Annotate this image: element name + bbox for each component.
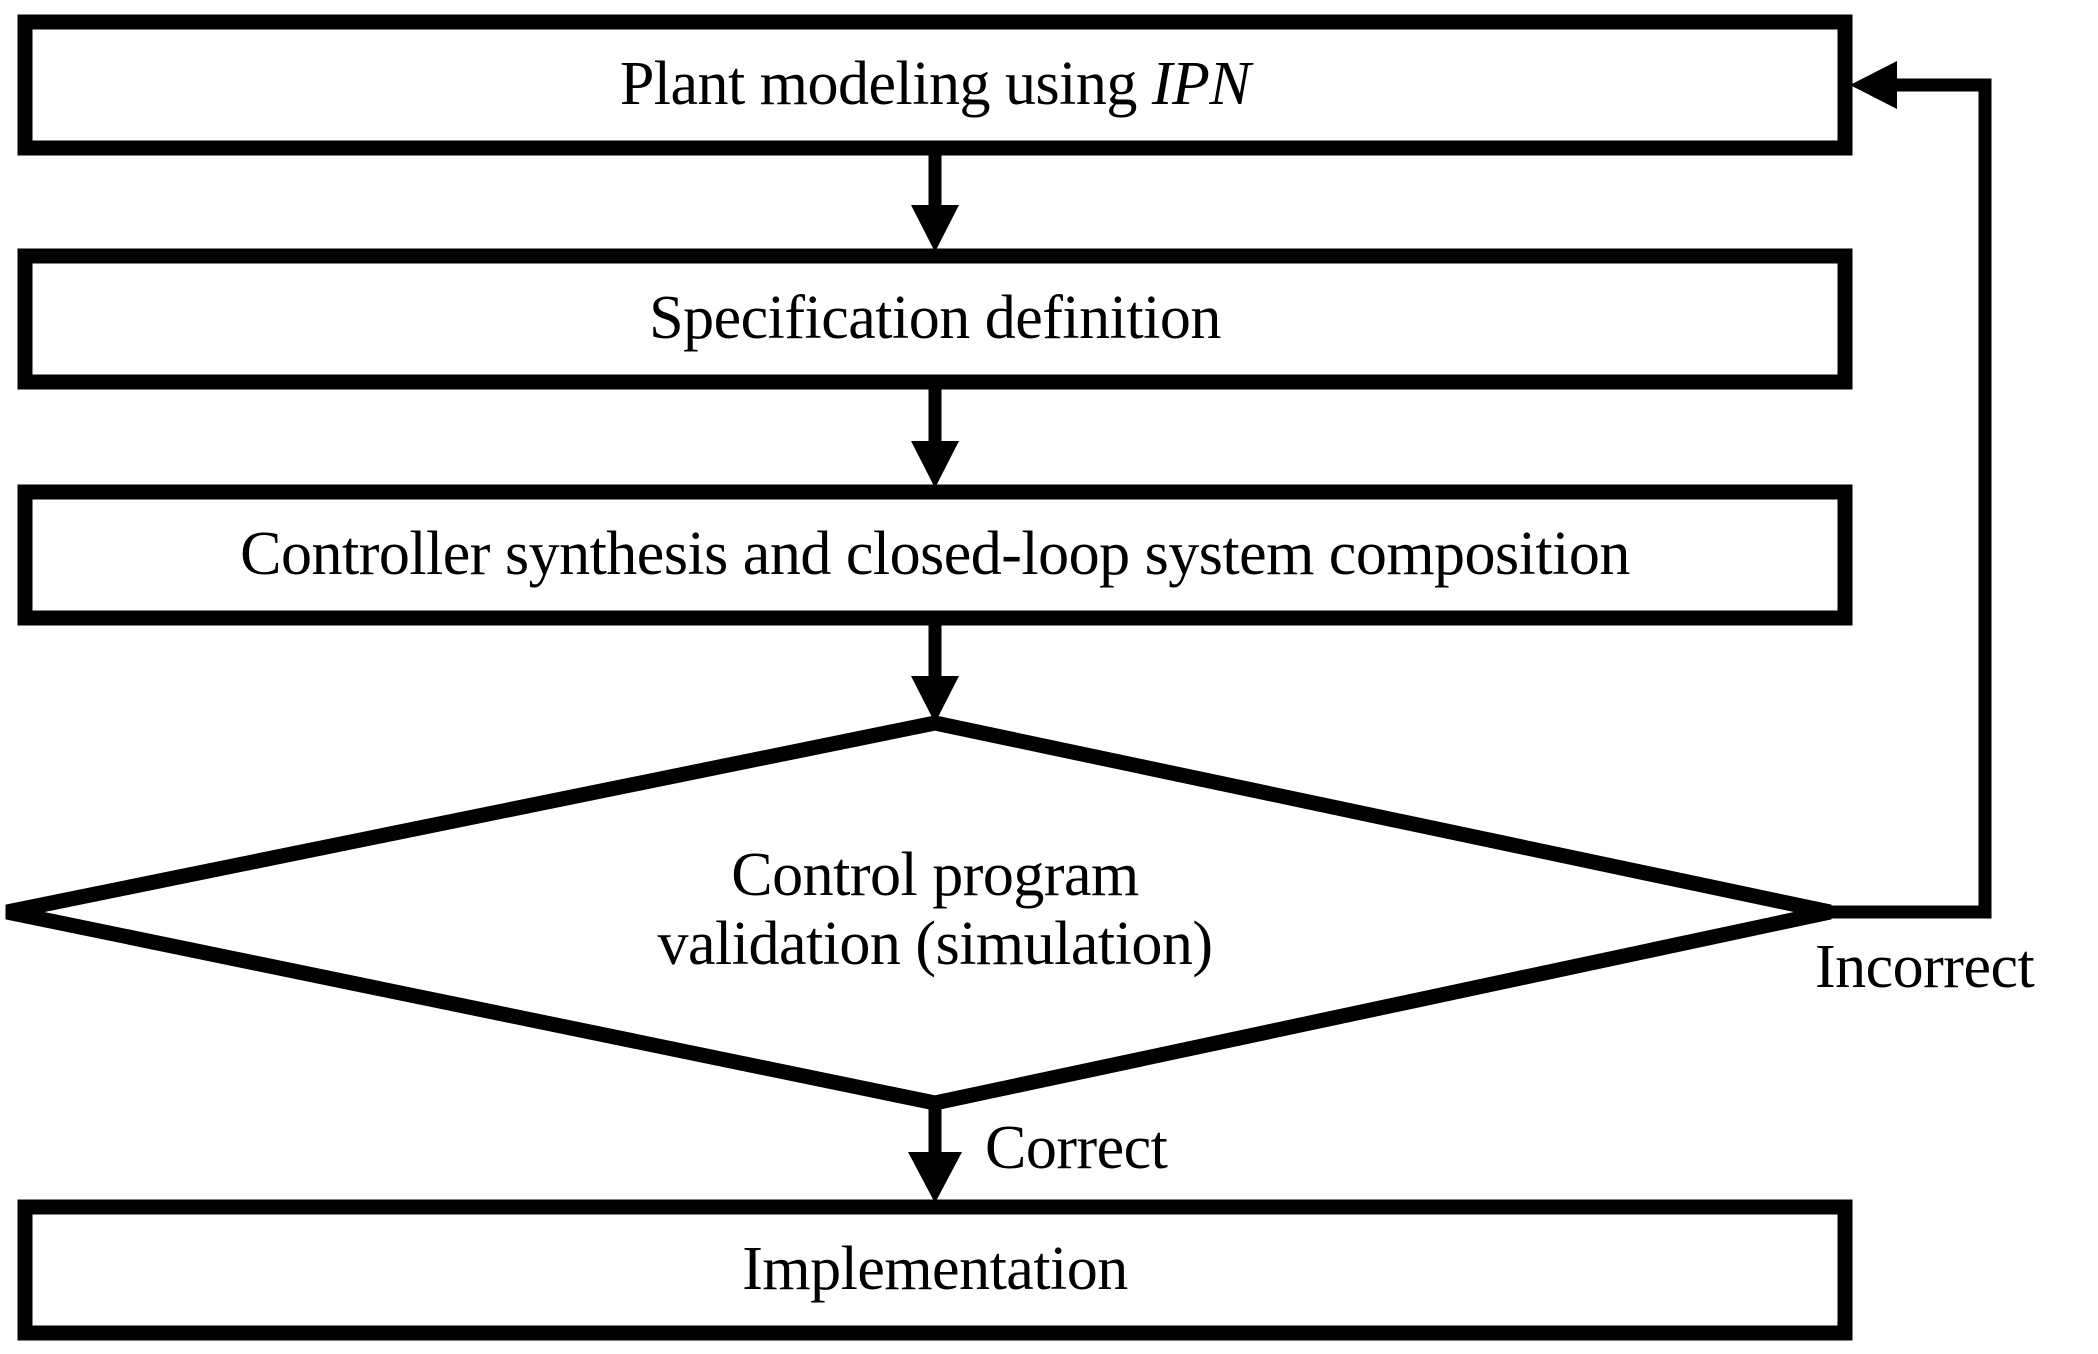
node-implementation-box[interactable] [17, 1199, 1853, 1341]
edge-controller-to-validation [911, 625, 959, 723]
node-controller-synthesis-box[interactable] [17, 484, 1853, 626]
node-plant-modeling-box[interactable] [17, 14, 1853, 156]
edge-validation-incorrect-feedback [1830, 61, 1992, 919]
node-specification-box[interactable] [17, 248, 1853, 390]
edge-label-correct: Correct [985, 1114, 1168, 1182]
edge-plant-to-specification [911, 155, 959, 252]
edge-label-incorrect: Incorrect [1815, 933, 2035, 1001]
edge-validation-correct-to-implementation [908, 1103, 962, 1203]
node-validation-diamond[interactable] [5, 715, 1832, 1111]
edge-specification-to-controller [911, 389, 959, 488]
